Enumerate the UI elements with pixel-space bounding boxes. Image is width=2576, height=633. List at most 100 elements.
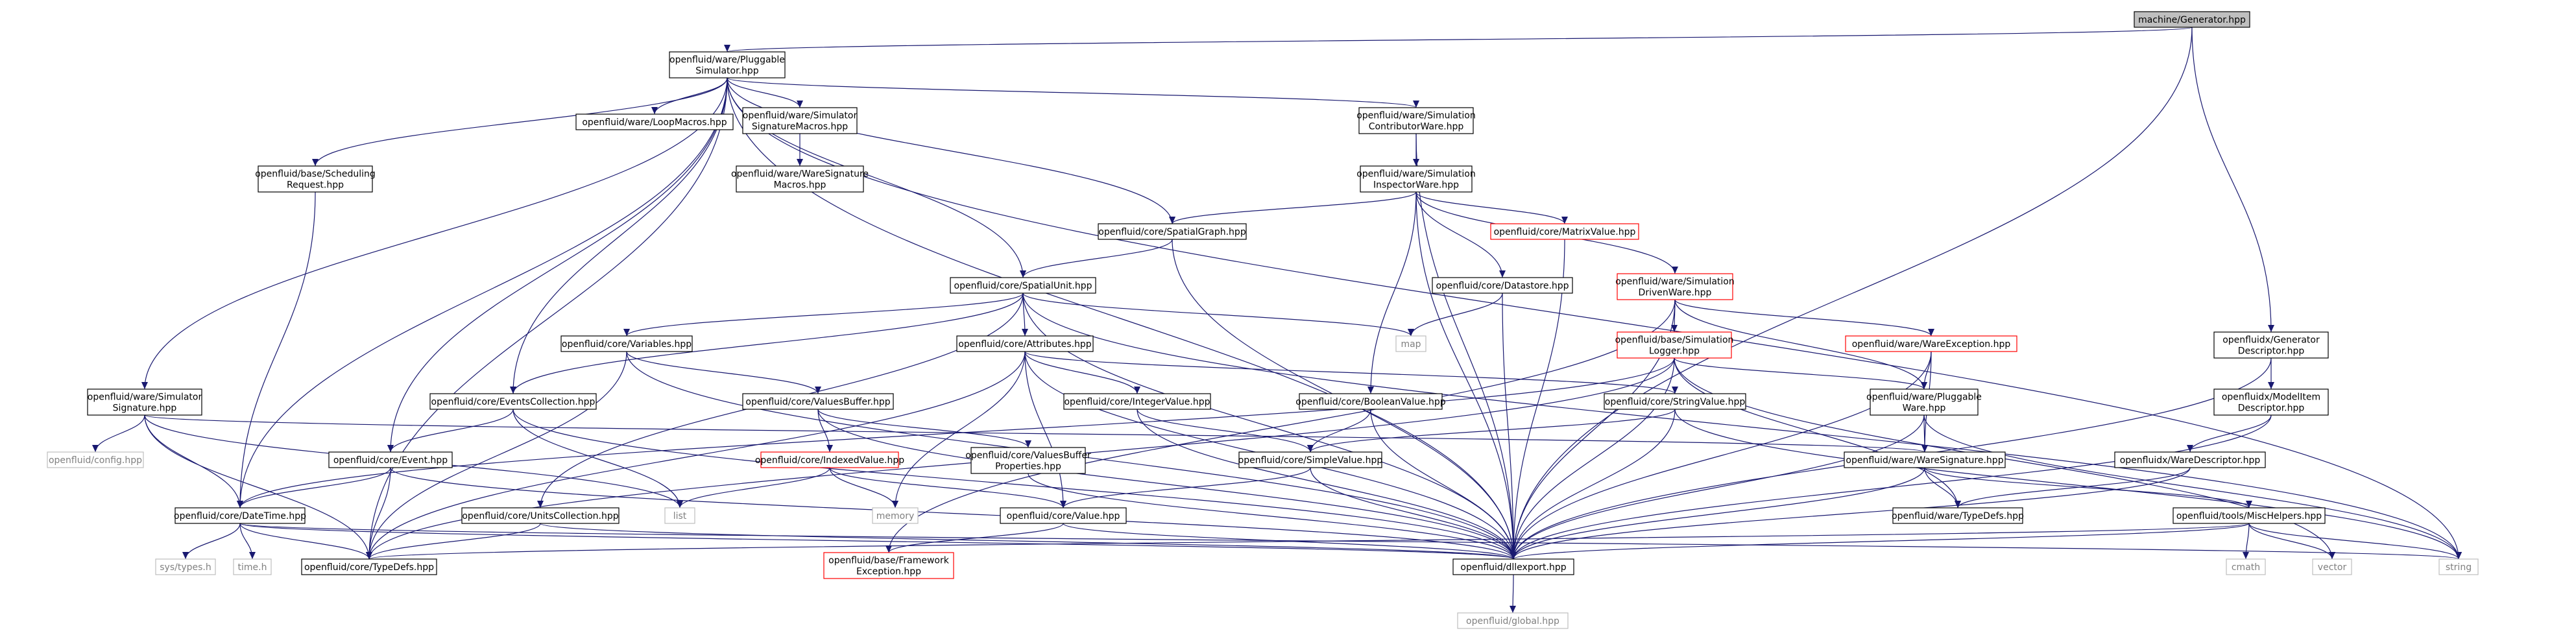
edge-inspector-to-matrix bbox=[1415, 191, 1568, 224]
node-box bbox=[1844, 451, 2006, 468]
node-gen[interactable]: machine/Generator.hpp bbox=[2134, 11, 2250, 28]
node-label: Properties.hpp bbox=[995, 462, 1061, 472]
node-dllexport[interactable]: openfluid/dllexport.hpp bbox=[1452, 558, 1574, 575]
node-spunit[interactable]: openfluid/core/SpatialUnit.hpp bbox=[950, 277, 1096, 294]
node-label: openfluid/ware/LoopMacros.hpp bbox=[582, 117, 727, 128]
node-label: time.h bbox=[238, 562, 267, 573]
node-valuesbuf[interactable]: openfluid/core/ValuesBuffer.hpp bbox=[742, 393, 894, 410]
edge-attributes-to-string bbox=[1024, 351, 1678, 394]
node-indexed[interactable]: openfluid/core/IndexedValue.hpp bbox=[755, 451, 904, 468]
edge-inspector-to-datastore bbox=[1415, 191, 1506, 278]
node-attributes[interactable]: openfluid/core/Attributes.hpp bbox=[956, 335, 1094, 352]
edge-gen-to-dllexport bbox=[1510, 27, 2193, 560]
node-label: openfluid/dllexport.hpp bbox=[1460, 562, 1566, 573]
node-label: openfluidx/Generator bbox=[2222, 335, 2320, 346]
node-waredesc[interactable]: openfluidx/WareDescriptor.hpp bbox=[2114, 451, 2266, 468]
node-label: openfluid/config.hpp bbox=[49, 455, 142, 466]
node-box bbox=[1238, 451, 1382, 468]
node-variables[interactable]: openfluid/core/Variables.hpp bbox=[560, 335, 693, 352]
node-label: SignatureMacros.hpp bbox=[752, 122, 848, 132]
node-mischelpers[interactable]: openfluid/tools/MiscHelpers.hpp bbox=[2173, 507, 2326, 524]
node-label: Signature.hpp bbox=[113, 403, 177, 414]
node-box bbox=[956, 335, 1094, 352]
node-label: machine/Generator.hpp bbox=[2138, 15, 2246, 25]
node-datastore[interactable]: openfluid/core/Datastore.hpp bbox=[1432, 277, 1573, 294]
node-integer[interactable]: openfluid/core/IntegerValue.hpp bbox=[1063, 393, 1211, 410]
edge-datetime-to-dllexport bbox=[239, 523, 1517, 560]
node-label: memory bbox=[876, 511, 915, 521]
node-wareexc[interactable]: openfluid/ware/WareException.hpp bbox=[1845, 335, 2017, 352]
edge-wareexc-to-dllexport bbox=[1510, 351, 1932, 560]
node-global: openfluid/global.hpp bbox=[1457, 612, 1569, 629]
node-boolean[interactable]: openfluid/core/BooleanValue.hpp bbox=[1295, 393, 1446, 410]
node-box bbox=[1617, 273, 1733, 300]
node-matrix[interactable]: openfluid/core/MatrixValue.hpp bbox=[1490, 223, 1639, 240]
edge-driven-to-plugware bbox=[1674, 299, 1927, 390]
node-memory: memory bbox=[872, 507, 919, 524]
node-inspector[interactable]: openfluid/ware/SimulationInspectorWare.h… bbox=[1356, 165, 1476, 193]
edge-spunit-to-eventscoll bbox=[510, 293, 1024, 394]
edge-string-to-simple bbox=[1307, 409, 1676, 453]
node-label: openfluid/ware/Pluggable bbox=[669, 55, 785, 66]
edge-integer-to-dllexport bbox=[1137, 409, 1517, 560]
edge-datetime-to-systypes bbox=[182, 523, 241, 560]
edge-variables-to-coretypedefs bbox=[366, 351, 627, 560]
edge-mischelpers-to-coretypedefs bbox=[367, 523, 2250, 560]
node-eventscoll[interactable]: openfluid/core/EventsCollection.hpp bbox=[429, 393, 597, 410]
node-coretypedefs[interactable]: openfluid/core/TypeDefs.hpp bbox=[301, 558, 437, 575]
node-box bbox=[2114, 451, 2266, 468]
edge-attributes-to-value bbox=[1024, 351, 1066, 508]
edge-simlogger-to-dllexport bbox=[1510, 357, 1675, 560]
node-label: list bbox=[673, 511, 687, 521]
node-box bbox=[872, 507, 919, 524]
node-label: openfluid/core/SimpleValue.hpp bbox=[1238, 455, 1383, 466]
node-label: ContributorWare.hpp bbox=[1369, 122, 1464, 132]
node-simsigmacros[interactable]: openfluid/ware/SimulatorSignatureMacros.… bbox=[742, 107, 858, 134]
node-simple[interactable]: openfluid/core/SimpleValue.hpp bbox=[1238, 451, 1383, 468]
edge-plug-to-schedreq bbox=[312, 77, 728, 167]
edge-spunit-to-map bbox=[1022, 293, 1414, 337]
node-waresig[interactable]: openfluid/ware/WareSignature.hpp bbox=[1844, 451, 2006, 468]
node-vbprops[interactable]: openfluid/core/ValuesBufferProperties.hp… bbox=[965, 447, 1091, 474]
node-label: openfluid/ware/TypeDefs.hpp bbox=[1892, 511, 2024, 521]
edge-valuesbuf-to-vbprops bbox=[817, 409, 1031, 448]
node-waretypedefs[interactable]: openfluid/ware/TypeDefs.hpp bbox=[1892, 507, 2024, 524]
node-event[interactable]: openfluid/core/Event.hpp bbox=[328, 451, 453, 468]
edge-simple-to-value bbox=[1060, 467, 1311, 508]
node-loopmacros[interactable]: openfluid/ware/LoopMacros.hpp bbox=[575, 113, 734, 130]
node-value[interactable]: openfluid/core/Value.hpp bbox=[1000, 507, 1127, 524]
node-label: openfluidx/ModelItem bbox=[2222, 392, 2320, 403]
node-datetime[interactable]: openfluid/core/DateTime.hpp bbox=[174, 507, 306, 524]
edge-simple-to-dllexport bbox=[1310, 467, 1517, 560]
node-label: openfluid/core/SpatialUnit.hpp bbox=[954, 281, 1092, 291]
node-box bbox=[2134, 11, 2250, 28]
node-label: openfluid/global.hpp bbox=[1466, 616, 1559, 627]
node-label: map bbox=[1401, 339, 1421, 350]
node-box bbox=[1617, 331, 1732, 359]
node-string[interactable]: openfluid/core/StringValue.hpp bbox=[1604, 393, 1746, 410]
edge-gen-to-plug bbox=[725, 27, 2193, 53]
node-box bbox=[970, 447, 1086, 474]
node-label: openfluid/base/Simulation bbox=[1615, 335, 1734, 346]
edge-inspector-to-spgraph bbox=[1169, 191, 1417, 224]
edge-eventscoll-to-list bbox=[512, 409, 683, 508]
node-spgraph[interactable]: openfluid/core/SpatialGraph.hpp bbox=[1098, 223, 1247, 240]
node-box bbox=[950, 277, 1096, 294]
node-unitscoll[interactable]: openfluid/core/UnitsCollection.hpp bbox=[461, 507, 620, 524]
node-box bbox=[1870, 388, 1979, 416]
edge-valuesbuf-to-indexed bbox=[817, 409, 833, 453]
node-contrib[interactable]: openfluid/ware/SimulationContributorWare… bbox=[1356, 107, 1476, 134]
edge-modelitem-to-dllexport bbox=[1510, 414, 2272, 560]
edge-eventscoll-to-event bbox=[387, 409, 514, 453]
